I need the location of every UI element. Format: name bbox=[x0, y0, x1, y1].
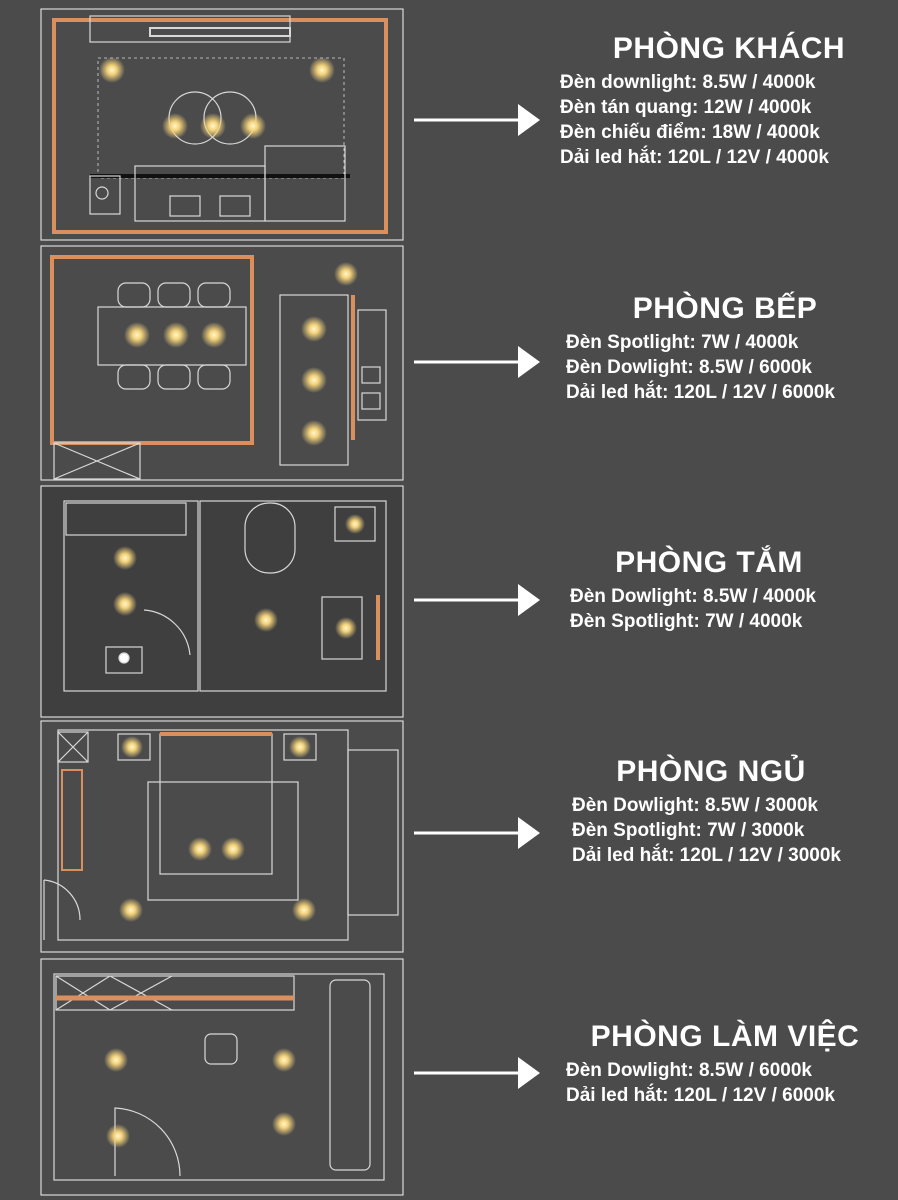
room-title: PHÒNG LÀM VIỆC bbox=[590, 1020, 860, 1053]
bedroom-info: PHÒNG NGỦ Đèn Dowlight: 8.5W / 3000k Đèn… bbox=[572, 755, 898, 868]
spec-line: Dải led hắt: 120L / 12V / 3000k bbox=[572, 845, 841, 866]
spec-line: Đèn Dowlight: 8.5W / 6000k bbox=[566, 357, 812, 378]
living-room-floor-plan bbox=[40, 8, 404, 241]
bedroom-floor-plan bbox=[40, 720, 404, 953]
bathroom-info: PHÒNG TẮM Đèn Dowlight: 8.5W / 4000k Đèn… bbox=[570, 546, 898, 634]
arrow-right-icon bbox=[414, 346, 540, 378]
spec-line: Dải led hắt: 120L / 12V / 6000k bbox=[566, 382, 835, 403]
room-title: PHÒNG KHÁCH bbox=[612, 32, 846, 65]
spec-line: Dải led hắt: 120L / 12V / 4000k bbox=[560, 147, 829, 168]
arrow-right-icon bbox=[414, 584, 540, 616]
kitchen-floor-plan bbox=[40, 245, 404, 481]
arrow-right-icon bbox=[414, 1057, 540, 1089]
arrow-right-icon bbox=[414, 104, 540, 136]
spec-line: Đèn tán quang: 12W / 4000k bbox=[560, 97, 812, 118]
spec-line: Đèn downlight: 8.5W / 4000k bbox=[560, 72, 816, 93]
living-room-info: PHÒNG KHÁCH Đèn downlight: 8.5W / 4000k … bbox=[560, 32, 898, 170]
spec-line: Đèn Dowlight: 8.5W / 6000k bbox=[566, 1060, 812, 1081]
spec-line: Đèn chiếu điểm: 18W / 4000k bbox=[560, 122, 820, 143]
spec-line: Đèn Spotlight: 7W / 3000k bbox=[572, 820, 805, 841]
spec-line: Dải led hắt: 120L / 12V / 6000k bbox=[566, 1085, 835, 1106]
spec-line: Đèn Spotlight: 7W / 4000k bbox=[570, 611, 803, 632]
room-title: PHÒNG BẾP bbox=[632, 292, 818, 325]
office-floor-plan bbox=[40, 958, 404, 1196]
office-info: PHÒNG LÀM VIỆC Đèn Dowlight: 8.5W / 6000… bbox=[566, 1020, 898, 1108]
spec-line: Đèn Spotlight: 7W / 4000k bbox=[566, 332, 799, 353]
spec-line: Đèn Dowlight: 8.5W / 4000k bbox=[570, 586, 816, 607]
spec-line: Đèn Dowlight: 8.5W / 3000k bbox=[572, 795, 818, 816]
room-title: PHÒNG NGỦ bbox=[616, 755, 806, 788]
arrow-right-icon bbox=[414, 817, 540, 849]
bathroom-floor-plan bbox=[40, 485, 404, 718]
kitchen-info: PHÒNG BẾP Đèn Spotlight: 7W / 4000k Đèn … bbox=[566, 292, 898, 405]
room-title: PHÒNG TẮM bbox=[615, 546, 803, 579]
